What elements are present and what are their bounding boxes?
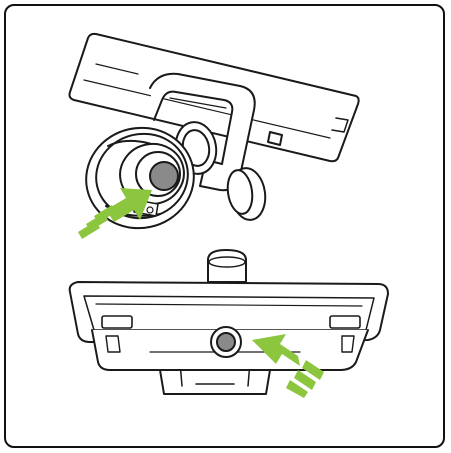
- bottom-vacuum-head: [70, 250, 388, 394]
